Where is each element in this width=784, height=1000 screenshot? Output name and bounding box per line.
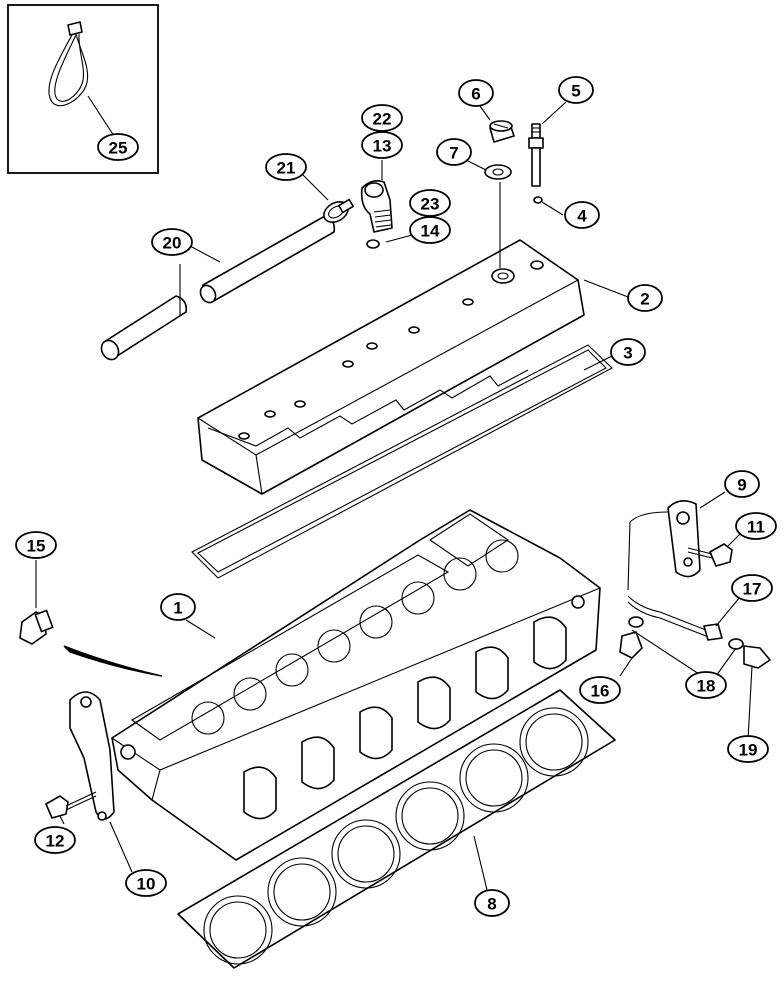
callout-10: 10 xyxy=(125,869,167,897)
callout-25: 25 xyxy=(97,133,139,161)
svg-text:14: 14 xyxy=(421,222,440,241)
svg-text:4: 4 xyxy=(577,207,587,226)
svg-text:19: 19 xyxy=(739,741,758,760)
callout-20: 20 xyxy=(151,228,193,256)
sealing-washer xyxy=(533,196,543,204)
svg-text:3: 3 xyxy=(623,344,632,363)
cam-assemblies xyxy=(191,539,519,735)
head-gasket xyxy=(177,689,616,969)
svg-text:23: 23 xyxy=(421,195,440,214)
valve-cover xyxy=(197,239,585,495)
callout-5: 5 xyxy=(558,76,594,104)
svg-text:18: 18 xyxy=(697,677,716,696)
callout-11: 11 xyxy=(735,512,777,540)
breather-hose xyxy=(100,215,336,361)
svg-text:25: 25 xyxy=(109,139,128,158)
callout-14: 14 xyxy=(409,216,451,244)
svg-text:12: 12 xyxy=(46,832,65,851)
elbow-fitting xyxy=(360,180,393,233)
lifting-bracket-front xyxy=(69,691,115,821)
callout-7: 7 xyxy=(436,138,472,166)
callout-2: 2 xyxy=(627,284,663,312)
svg-text:17: 17 xyxy=(743,580,762,599)
svg-text:22: 22 xyxy=(373,110,392,129)
fitting-washer-2 xyxy=(728,638,744,650)
cylinder-head xyxy=(111,509,601,861)
inset-box: 25 xyxy=(7,4,159,174)
bolt-rear xyxy=(687,543,733,567)
callout-8: 8 xyxy=(474,889,510,917)
callout-12: 12 xyxy=(34,826,76,854)
filler-cap xyxy=(489,120,515,143)
washer xyxy=(484,164,512,180)
svg-text:5: 5 xyxy=(571,82,580,101)
callout-6: 6 xyxy=(458,79,494,107)
svg-text:8: 8 xyxy=(487,895,496,914)
svg-text:11: 11 xyxy=(747,518,765,537)
svg-text:6: 6 xyxy=(471,85,480,104)
exhaust-ports xyxy=(243,616,567,820)
callout-18: 18 xyxy=(685,671,727,699)
svg-text:2: 2 xyxy=(640,290,649,309)
svg-text:1: 1 xyxy=(173,599,182,618)
svg-text:20: 20 xyxy=(163,234,182,253)
plug xyxy=(19,609,54,645)
leader-lines xyxy=(35,101,753,895)
fitting-elbow xyxy=(619,631,643,659)
o-ring xyxy=(366,239,380,249)
strap-part-drawing xyxy=(48,21,89,107)
callouts: 1 2 3 4 5 6 7 8 xyxy=(15,76,777,917)
callout-17: 17 xyxy=(731,574,773,602)
oil-line xyxy=(627,595,723,641)
callout-1: 1 xyxy=(160,593,196,621)
callout-23: 23 xyxy=(409,189,451,217)
callout-9: 9 xyxy=(724,470,760,498)
callout-21: 21 xyxy=(265,153,307,181)
lifting-bracket-rear xyxy=(627,500,701,591)
svg-text:21: 21 xyxy=(277,159,296,178)
svg-text:16: 16 xyxy=(591,682,610,701)
svg-text:15: 15 xyxy=(27,537,46,556)
callout-15: 15 xyxy=(15,531,57,559)
bolt-front xyxy=(45,791,97,819)
fitting-connector xyxy=(743,645,771,669)
callout-22: 22 xyxy=(361,104,403,132)
install-arrow xyxy=(63,645,163,677)
svg-text:7: 7 xyxy=(449,144,458,163)
svg-text:13: 13 xyxy=(373,137,392,156)
stud xyxy=(528,123,544,187)
callout-3: 3 xyxy=(610,338,646,366)
svg-text:10: 10 xyxy=(137,875,156,894)
fitting-washer xyxy=(628,616,644,628)
valve-cover-gasket xyxy=(191,344,613,579)
callout-13: 13 xyxy=(361,131,403,159)
hose-clamp xyxy=(323,198,354,223)
svg-text:9: 9 xyxy=(737,476,746,495)
callout-19: 19 xyxy=(727,735,769,763)
callout-16: 16 xyxy=(579,676,621,704)
callout-4: 4 xyxy=(564,201,600,229)
